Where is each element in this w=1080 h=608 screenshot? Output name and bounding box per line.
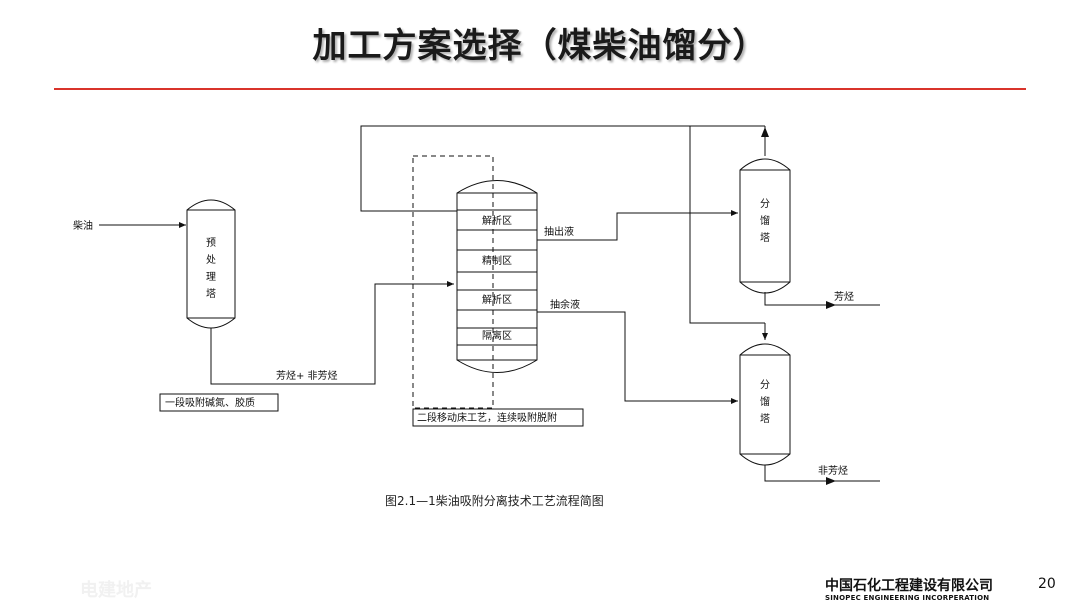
mixed-stream-line [210, 281, 454, 385]
raffinate-label: 抽余液 [550, 298, 580, 311]
watermark: 电建地产 [80, 580, 152, 601]
stage2-note-box [412, 408, 584, 427]
pretreat-char-2: 处 [206, 254, 216, 266]
company-name-cn: 中国石化工程建设有限公司 [825, 578, 993, 594]
zone-label-4: 隔离区 [482, 329, 512, 342]
top-fractionator-char-3: 塔 [760, 231, 770, 244]
raffinate-line [537, 311, 738, 404]
zone-label-1: 解析区 [482, 214, 512, 227]
moving-bed-frame [412, 155, 494, 409]
zone-label-3: 解析区 [482, 293, 512, 306]
bottom-fractionator-char-3: 塔 [760, 412, 770, 425]
stage1-note-box [159, 393, 279, 412]
aromatics-outlet [764, 292, 880, 306]
pretreat-char-4: 塔 [206, 287, 216, 300]
zone-label-2: 精制区 [482, 254, 512, 267]
top-fractionator-char-1: 分 [760, 198, 770, 210]
non-aromatics-outlet [764, 465, 880, 482]
extract-label: 抽出液 [544, 225, 574, 238]
top-fractionator-char-2: 馏 [760, 214, 770, 227]
stage2-note: 二段移动床工艺，连续吸附脱附 [417, 411, 557, 424]
feed-label: 柴油 [73, 219, 93, 232]
extract-line [537, 210, 738, 241]
company-name-en: SINOPEC ENGINEERING INCORPERATION [825, 594, 990, 602]
mixed-stream-label: 芳烃+ 非芳烃 [276, 369, 338, 382]
figure-caption: 图2.1—1柴油吸附分离技术工艺流程简图 [385, 494, 604, 508]
page-title: 加工方案选择（煤柴油馏分） [312, 26, 768, 66]
aromatics-label: 芳烃 [834, 290, 854, 303]
bottom-fractionator-char-2: 馏 [760, 395, 770, 408]
non-aromatics-label: 非芳烃 [818, 464, 848, 477]
stage1-note: 一段吸附碱氮、胶质 [165, 396, 255, 409]
title-divider [54, 88, 1026, 90]
company-logo: 中国石化工程建设有限公司 SINOPEC ENGINEERING INCORPE… [825, 575, 993, 602]
pretreat-char-3: 理 [206, 271, 216, 283]
page-number: 20 [1038, 576, 1056, 592]
bottom-fractionator-char-1: 分 [760, 379, 770, 391]
adsorption-column [456, 180, 538, 373]
recycle-line [360, 125, 765, 212]
pretreat-char-1: 预 [206, 237, 216, 249]
